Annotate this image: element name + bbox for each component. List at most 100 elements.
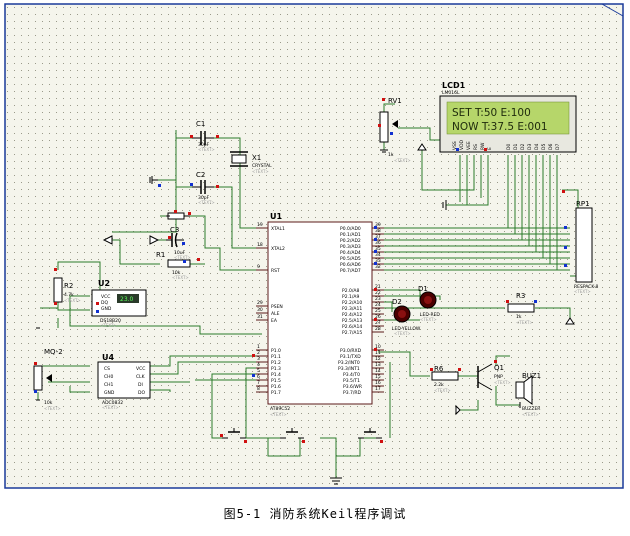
svg-text:P2.2/A10: P2.2/A10 [342, 300, 362, 306]
svg-text:ADC0832: ADC0832 [102, 400, 123, 406]
svg-text:<TEXT>: <TEXT> [420, 317, 437, 322]
resistor-r6[interactable]: R6 2.2k <TEXT> [431, 365, 459, 393]
lcd-module[interactable]: LCD1 LM016L SET T:50 E:100 NOW T:37.5 E:… [439, 81, 577, 153]
svg-text:<TEXT>: <TEXT> [100, 323, 117, 328]
svg-text:P3.5/T1: P3.5/T1 [343, 378, 360, 384]
svg-text:C3: C3 [170, 226, 179, 234]
resistor-r3[interactable]: R3 1k <TEXT> [507, 292, 535, 325]
svg-text:13: 13 [375, 362, 381, 368]
sensor-u2[interactable]: U2 23.0 VCC DQ GND DS18B20 <TEXT> [91, 279, 147, 328]
push-button-2[interactable] [280, 428, 304, 439]
svg-text:PSEN: PSEN [271, 304, 283, 310]
svg-text:RST: RST [271, 268, 280, 274]
svg-text:34: 34 [375, 252, 381, 258]
svg-text:P0.1/AD1: P0.1/AD1 [340, 232, 361, 238]
svg-text:P0.3/AD3: P0.3/AD3 [340, 244, 361, 250]
svg-text:14: 14 [375, 368, 381, 374]
svg-text:11: 11 [375, 350, 381, 356]
svg-text:PNP: PNP [494, 374, 503, 380]
capacitor-c2[interactable]: C2 30pF <TEXT> [192, 171, 215, 205]
svg-text:D1: D1 [513, 144, 519, 150]
push-button-3[interactable] [358, 428, 382, 439]
resistor-r1[interactable]: R1 10k <TEXT> [156, 251, 191, 280]
svg-text:LED-YELLOW: LED-YELLOW [392, 326, 421, 332]
svg-text:10: 10 [375, 344, 381, 350]
capacitor-c1[interactable]: C1 30pF <TEXT> [192, 120, 215, 152]
resistor-pack-rp1[interactable]: RP1 RESPACK-8 <TEXT> [574, 200, 598, 294]
mcu-pin-2: 2P1.1 [256, 350, 281, 360]
led-d1[interactable]: D1 LED-RED <TEXT> [418, 285, 440, 322]
svg-text:P2.3/A11: P2.3/A11 [342, 306, 362, 312]
pin-state-markers [34, 98, 567, 443]
svg-text:27: 27 [375, 320, 381, 326]
svg-text:P2.4/A12: P2.4/A12 [342, 312, 362, 318]
svg-text:30: 30 [257, 307, 263, 313]
svg-text:P2.1/A9: P2.1/A9 [342, 294, 359, 300]
svg-text:P2.7/A15: P2.7/A15 [342, 330, 362, 336]
lcd-screen [446, 101, 570, 135]
svg-text:<TEXT>: <TEXT> [172, 275, 189, 280]
svg-text:12: 12 [375, 356, 381, 362]
svg-text:<TEXT>: <TEXT> [174, 255, 191, 260]
svg-text:P3.4/T0: P3.4/T0 [343, 372, 360, 378]
svg-text:D5: D5 [541, 144, 547, 150]
svg-text:P1.4: P1.4 [271, 372, 281, 378]
svg-text:VDD: VDD [459, 139, 465, 150]
svg-text:CH1: CH1 [104, 382, 114, 388]
svg-text:31: 31 [257, 314, 263, 320]
led-d2[interactable]: D2 LED-YELLOW <TEXT> [392, 298, 421, 336]
svg-text:3: 3 [257, 356, 260, 362]
svg-text:1k: 1k [516, 314, 522, 320]
svg-text:<TEXT>: <TEXT> [574, 289, 591, 294]
svg-text:25: 25 [375, 308, 381, 314]
buzzer-buz1[interactable]: BUZ1 BUZZER <TEXT> [515, 372, 541, 417]
svg-text:30pF: 30pF [198, 195, 210, 201]
capacitor-c3[interactable]: C3 10uF <TEXT> [166, 212, 191, 260]
svg-text:<TEXT>: <TEXT> [394, 331, 411, 336]
svg-text:D2: D2 [392, 298, 402, 306]
svg-text:1: 1 [257, 344, 260, 350]
svg-text:23.0: 23.0 [120, 296, 134, 303]
svg-text:P3.3/INT1: P3.3/INT1 [338, 366, 360, 372]
svg-text:18: 18 [257, 242, 263, 248]
svg-text:35: 35 [375, 246, 381, 252]
svg-text:Q1: Q1 [494, 364, 504, 372]
mcu-pin-1: 1P1.0 [256, 344, 281, 354]
svg-text:C2: C2 [196, 171, 205, 179]
svg-text:XTAL2: XTAL2 [271, 246, 285, 252]
svg-text:LED-RED: LED-RED [420, 312, 440, 318]
svg-text:28: 28 [375, 326, 381, 332]
svg-text:32: 32 [375, 264, 381, 270]
svg-text:19: 19 [257, 222, 263, 228]
svg-text:R1: R1 [156, 251, 165, 259]
svg-text:VCC: VCC [101, 294, 110, 300]
mcu-pin-8: 8P1.7 [256, 386, 281, 396]
crystal-x1[interactable]: X1 CRYSTAL <TEXT> [230, 151, 272, 174]
svg-text:VSS: VSS [452, 141, 458, 150]
resistor-r2[interactable]: R2 4.7k <TEXT> [53, 277, 81, 303]
push-button-1[interactable] [222, 428, 246, 439]
svg-text:P3.0/RXD: P3.0/RXD [340, 348, 362, 354]
sheet-corner-mark [601, 3, 624, 17]
svg-text:8: 8 [257, 386, 260, 392]
svg-text:BUZZER: BUZZER [522, 406, 540, 412]
adc-u4[interactable]: U4 CS CH0 CH1 GND VCC CLK DI DO ADC0832 … [97, 353, 151, 410]
lcd-ref: LCD1 [442, 81, 466, 90]
svg-text:9: 9 [257, 264, 260, 270]
gas-sensor-mq2[interactable]: MQ-2 10k <TEXT> [33, 348, 63, 411]
svg-text:R3: R3 [516, 292, 525, 300]
svg-text:R6: R6 [434, 365, 444, 373]
svg-text:<TEXT>: <TEXT> [44, 406, 61, 411]
svg-text:P1.7: P1.7 [271, 390, 281, 396]
svg-text:21: 21 [375, 284, 381, 290]
transistor-q1[interactable]: Q1 PNP <TEXT> [477, 363, 511, 391]
